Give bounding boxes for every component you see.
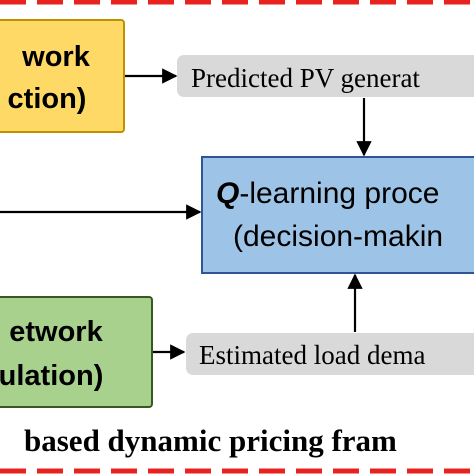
forecast-box-line1: work <box>21 41 91 73</box>
predicted-pv-label: Predicted PV generat <box>191 63 420 93</box>
q-learning-rest: -learning proce <box>239 177 439 210</box>
simulation-box-line1: etwork <box>9 316 103 348</box>
decision-making-text: (decision-makin <box>233 220 443 253</box>
estimated-load-label: Estimated load dema <box>199 340 425 370</box>
predicted-pv-label-box <box>177 55 474 97</box>
forecast-box-line2: ction) <box>8 83 87 115</box>
q-learning-process-box <box>201 156 474 274</box>
forecast-network-box <box>0 19 125 133</box>
estimated-load-label-box <box>186 333 474 375</box>
q-learning-title: Q-learning proce <box>216 177 439 210</box>
q-italic: Q <box>216 177 239 210</box>
simulation-network-box <box>0 296 153 408</box>
simulation-box-line2: ulation) <box>0 360 103 392</box>
figure-caption: based dynamic pricing fram <box>24 423 397 458</box>
